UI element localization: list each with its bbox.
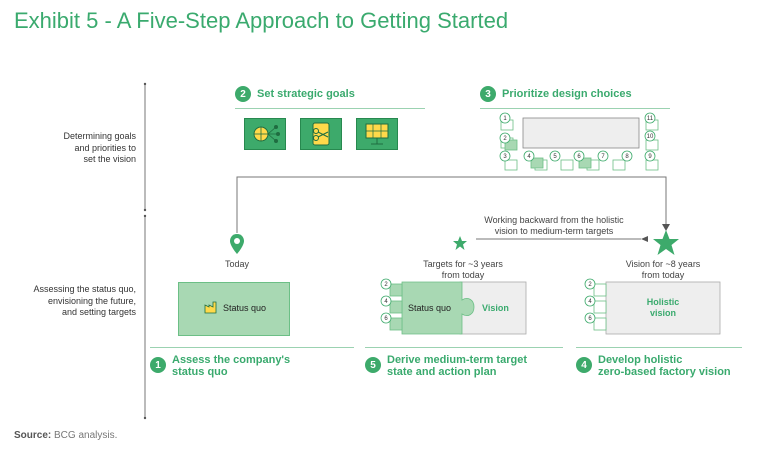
step-1-heading: 1 Assess the company's status quo [150, 354, 290, 378]
step-2-heading: 2 Set strategic goals [235, 86, 355, 102]
step-5-label: Derive medium-term target state and acti… [387, 354, 527, 378]
step-4-label: Develop holistic zero-based factory visi… [598, 354, 731, 378]
targets-label: Targets for ~3 years from today [423, 259, 503, 280]
box-number: 4 [588, 299, 592, 305]
grid-number: 4 [527, 154, 531, 160]
status-quo-box: Status quo [178, 282, 290, 336]
grid-number: 1 [503, 116, 507, 122]
step-3-number: 3 [480, 86, 496, 102]
holistic-vision-box: 2 4 6 [584, 278, 721, 335]
step-5-rule [365, 347, 563, 348]
source-note: Source: BCG analysis. [14, 430, 117, 441]
box-number: 6 [588, 316, 592, 322]
grid-number: 3 [503, 154, 507, 160]
page-title: Exhibit 5 - A Five-Step Approach to Gett… [14, 8, 509, 33]
source-text: BCG analysis. [54, 430, 118, 441]
star-icon [653, 230, 679, 255]
side-label-status: Assessing the status quo, envisioning th… [33, 284, 136, 317]
step-3-heading: 3 Prioritize design choices [480, 86, 632, 102]
box-number: 2 [384, 282, 388, 288]
grid-number: 2 [503, 136, 507, 142]
step-4-heading: 4 Develop holistic zero-based factory vi… [576, 354, 731, 378]
step-2-number: 2 [235, 86, 251, 102]
box-number: 4 [384, 299, 388, 305]
step-5-heading: 5 Derive medium-term target state and ac… [365, 354, 527, 378]
step-3-label: Prioritize design choices [502, 88, 632, 100]
grid-number: 10 [647, 134, 654, 140]
side-axis [143, 82, 147, 420]
vision-label: Vision for ~8 years from today [625, 259, 701, 280]
grid-number: 6 [577, 154, 581, 160]
scissors-phone-icon [300, 118, 342, 150]
today-label: Today [224, 259, 250, 269]
status-quo-text: Status quo [223, 303, 267, 313]
working-backward-note: Working backward from the holistic visio… [484, 215, 624, 236]
holistic-vision-text: Holistic vision [646, 297, 680, 318]
step-1-number: 1 [150, 357, 166, 373]
step-1-rule [150, 347, 354, 348]
status-quo-mid-text: Status quo [408, 303, 451, 313]
grid-number: 8 [625, 154, 629, 160]
side-label-goals: Determining goals and priorities to set … [63, 131, 136, 164]
grid-number: 11 [647, 116, 654, 122]
source-label: Source: [14, 430, 52, 441]
box-number: 2 [588, 282, 592, 288]
grid-number: 9 [648, 154, 652, 160]
step-4-number: 4 [576, 357, 592, 373]
star-icon [453, 236, 467, 250]
step-2-rule [235, 108, 425, 109]
step-3-rule [480, 108, 670, 109]
grid-number: 7 [601, 154, 605, 160]
vision-mid-text: Vision [482, 303, 509, 313]
grid-number: 5 [553, 154, 557, 160]
location-pin-icon [230, 234, 244, 254]
step-1-label: Assess the company's status quo [172, 354, 291, 378]
step-4-rule [576, 347, 742, 348]
medium-term-puzzle: 2 4 6 Status quo Vision [380, 278, 527, 335]
network-icon [244, 118, 286, 150]
solar-panel-icon [356, 118, 398, 150]
step-5-number: 5 [365, 357, 381, 373]
box-number: 6 [384, 316, 388, 322]
design-choices-grid: 1 2 3 4 5 6 7 8 9 10 11 [499, 112, 659, 171]
factory-icon [204, 301, 217, 314]
step-2-label: Set strategic goals [257, 88, 355, 100]
